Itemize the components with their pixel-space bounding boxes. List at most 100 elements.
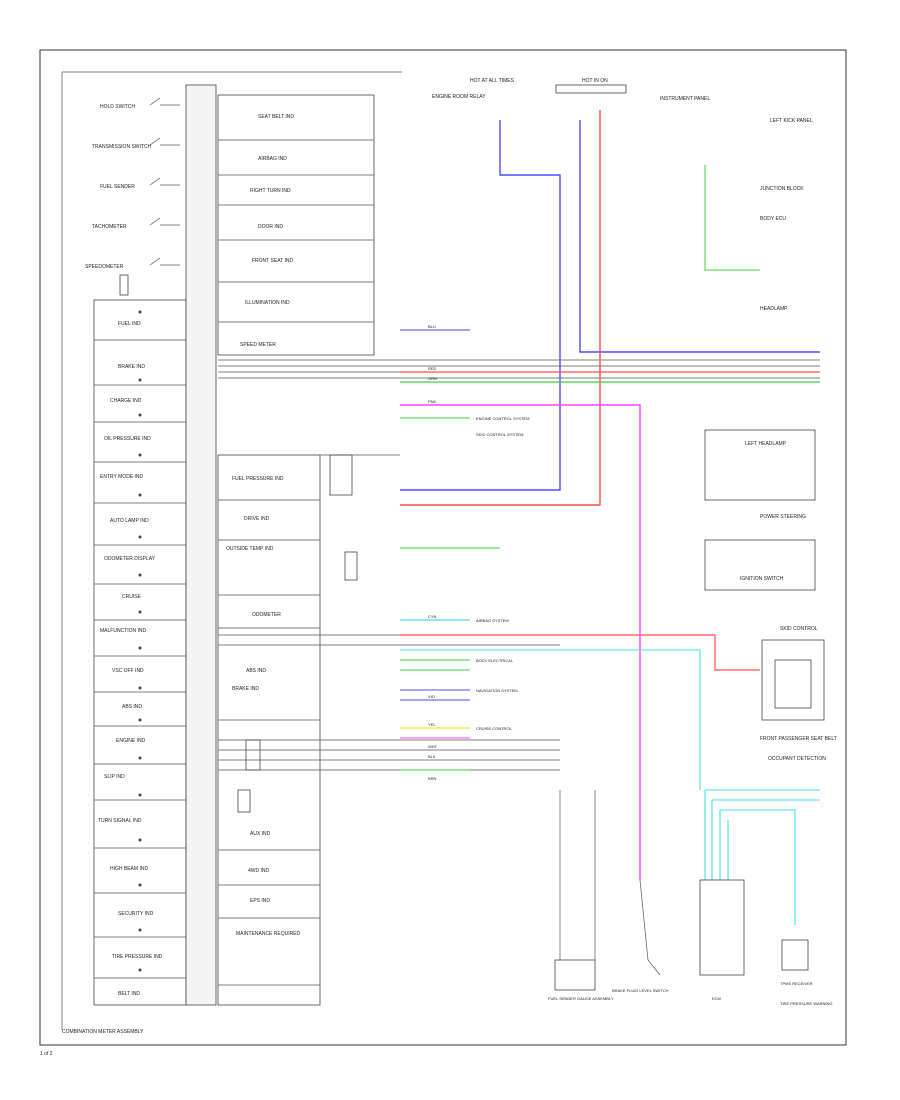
wire-blue bbox=[579, 120, 820, 353]
mid-indicator: 4WD IND bbox=[248, 868, 270, 874]
wire-code: YEL bbox=[428, 722, 436, 727]
mid-indicator: DOOR IND bbox=[258, 224, 283, 230]
mid-indicator: ODOMETER bbox=[252, 612, 281, 618]
left-indicator: FUEL IND bbox=[118, 321, 141, 327]
switch-label-3: TACHOMETER bbox=[92, 224, 127, 230]
left-indicator: BRAKE IND bbox=[118, 364, 145, 370]
wire-blue bbox=[400, 120, 561, 491]
left-indicator: AUTO LAMP IND bbox=[110, 518, 149, 524]
switch-label-4: SPEEDOMETER bbox=[85, 264, 124, 270]
bottom-label: BRAKE FLUID LEVEL SWITCH bbox=[612, 988, 669, 993]
callout: LEFT KICK PANEL bbox=[770, 118, 813, 124]
mid-indicator: AIRBAG IND bbox=[258, 156, 287, 162]
wire-cyan bbox=[400, 649, 820, 925]
wire-multi bbox=[400, 689, 470, 701]
mid-indicator: RIGHT TURN IND bbox=[250, 188, 291, 194]
mid-indicator: FRONT SEAT IND bbox=[252, 258, 294, 264]
wire-green bbox=[704, 165, 760, 271]
bottom-label: ECM bbox=[712, 996, 721, 1001]
ecu-box bbox=[699, 879, 745, 976]
right-label: BODY ECU bbox=[760, 216, 786, 222]
right-label: HEADLAMP bbox=[760, 306, 788, 312]
mid-indicator: DRIVE IND bbox=[244, 516, 270, 522]
mid-panel-bottom bbox=[217, 454, 321, 1006]
wire-code: CYN bbox=[428, 614, 437, 619]
left-indicator: CRUISE bbox=[122, 594, 142, 600]
seat-belt-switch-box bbox=[761, 639, 825, 721]
callout: HOT AT ALL TIMES bbox=[470, 78, 515, 84]
wire-magenta bbox=[400, 404, 641, 880]
assembly-title: COMBINATION METER ASSEMBLY bbox=[62, 1029, 144, 1035]
mid-indicator: SPEED METER bbox=[240, 342, 276, 348]
connectors bbox=[237, 454, 358, 813]
page-label: 1 of 2 bbox=[40, 1051, 53, 1057]
colored-wires bbox=[400, 110, 820, 925]
left-indicator: VSC OFF IND bbox=[112, 668, 144, 674]
signal-labels: ENGINE CONTROL SYSTEM SKID CONTROL SYSTE… bbox=[476, 416, 529, 731]
switch-label-1: TRANSMISSION SWITCH bbox=[92, 144, 152, 150]
left-indicator: SECURITY IND bbox=[118, 911, 154, 917]
left-indicator: TIRE PRESSURE IND bbox=[112, 954, 163, 960]
left-panel bbox=[93, 299, 187, 1006]
bottom-components: FUEL SENDER GAUGE ASSEMBLY BRAKE FLUID L… bbox=[548, 790, 833, 1006]
wire-code: BLU bbox=[428, 324, 436, 329]
callout: HOT IN ON bbox=[582, 78, 608, 84]
right-label: IGNITION SWITCH bbox=[740, 576, 784, 582]
signal-label: CRUISE CONTROL bbox=[476, 726, 513, 731]
left-indicator: TURN SIGNAL IND bbox=[98, 818, 142, 824]
left-indicator: CHARGE IND bbox=[110, 398, 142, 404]
bottom-label: TIRE PRESSURE WARNING bbox=[780, 1001, 833, 1006]
callout: INSTRUMENT PANEL bbox=[660, 96, 710, 102]
left-indicator: BELT IND bbox=[118, 991, 140, 997]
left-indicator: ABS IND bbox=[122, 704, 142, 710]
mid-indicator: OUTSIDE TEMP IND bbox=[226, 546, 274, 552]
callout: ENGINE ROOM RELAY bbox=[432, 94, 486, 100]
bottom-label: FUEL SENDER GAUGE ASSEMBLY bbox=[548, 996, 614, 1001]
wire-multi bbox=[400, 659, 470, 671]
mid-indicator: EPS IND bbox=[250, 898, 270, 904]
wire-code: BRN bbox=[428, 776, 437, 781]
left-indicator: ENGINE IND bbox=[116, 738, 146, 744]
left-indicator: HIGH BEAM IND bbox=[110, 866, 148, 872]
diagram-frame bbox=[39, 49, 847, 1046]
signal-label: ENGINE CONTROL SYSTEM bbox=[476, 416, 529, 421]
switch-label-2: FUEL SENDER bbox=[100, 184, 135, 190]
signal-label: NAVIGATION SYSTEM bbox=[476, 688, 518, 693]
wire-red bbox=[400, 634, 760, 671]
right-label: FRONT PASSENGER SEAT BELT bbox=[760, 736, 837, 742]
wire-code: WHT bbox=[428, 744, 438, 749]
left-indicator: MALFUNCTION IND bbox=[100, 628, 147, 634]
left-indicator: SLIP IND bbox=[104, 774, 125, 780]
right-label: POWER STEERING bbox=[760, 514, 806, 520]
mid-indicator: ABS IND bbox=[246, 668, 266, 674]
mid-indicator: FUEL PRESSURE IND bbox=[232, 476, 284, 482]
wire-code: BLK bbox=[428, 754, 436, 759]
right-label: SKID CONTROL bbox=[780, 626, 818, 632]
switch-group bbox=[119, 97, 180, 296]
right-components: JUNCTION BLOCK BODY ECU HEADLAMP LEFT HE… bbox=[554, 186, 837, 991]
signal-label: AIRBAG SYSTEM bbox=[476, 618, 509, 623]
left-indicator: ENTRY MODE IND bbox=[100, 474, 144, 480]
mid-panel-top bbox=[217, 94, 375, 356]
wire-red bbox=[400, 110, 601, 506]
right-label: LEFT HEADLAMP bbox=[745, 441, 787, 447]
signal-label: SKID CONTROL SYSTEM bbox=[476, 432, 523, 437]
right-label: OCCUPANT DETECTION bbox=[768, 756, 826, 762]
mid-indicator: ILLUMINATION IND bbox=[245, 300, 290, 306]
switch-label-0: HOLD SWITCH bbox=[100, 104, 135, 110]
left-indicator: ODOMETER DISPLAY bbox=[104, 556, 156, 562]
right-label: TPMS RECEIVER bbox=[780, 981, 813, 986]
signal-label: BODY ELECTRICAL bbox=[476, 658, 514, 663]
right-label: JUNCTION BLOCK bbox=[760, 186, 804, 192]
fuel-sender-box bbox=[554, 959, 596, 991]
mid-indicator: SEAT BELT IND bbox=[258, 114, 294, 120]
mid-indicator-list: SEAT BELT IND AIRBAG IND RIGHT TURN IND … bbox=[226, 114, 301, 937]
mid-indicator: AUX IND bbox=[250, 831, 271, 837]
wire-code: PNK bbox=[428, 399, 437, 404]
wire-code: RED bbox=[428, 366, 437, 371]
wire-code: VIO bbox=[428, 694, 435, 699]
mid-indicator: BRAKE IND bbox=[232, 686, 259, 692]
mid-indicator: MAINTENANCE REQUIRED bbox=[236, 931, 301, 937]
left-indicator: OIL PRESSURE IND bbox=[104, 436, 151, 442]
